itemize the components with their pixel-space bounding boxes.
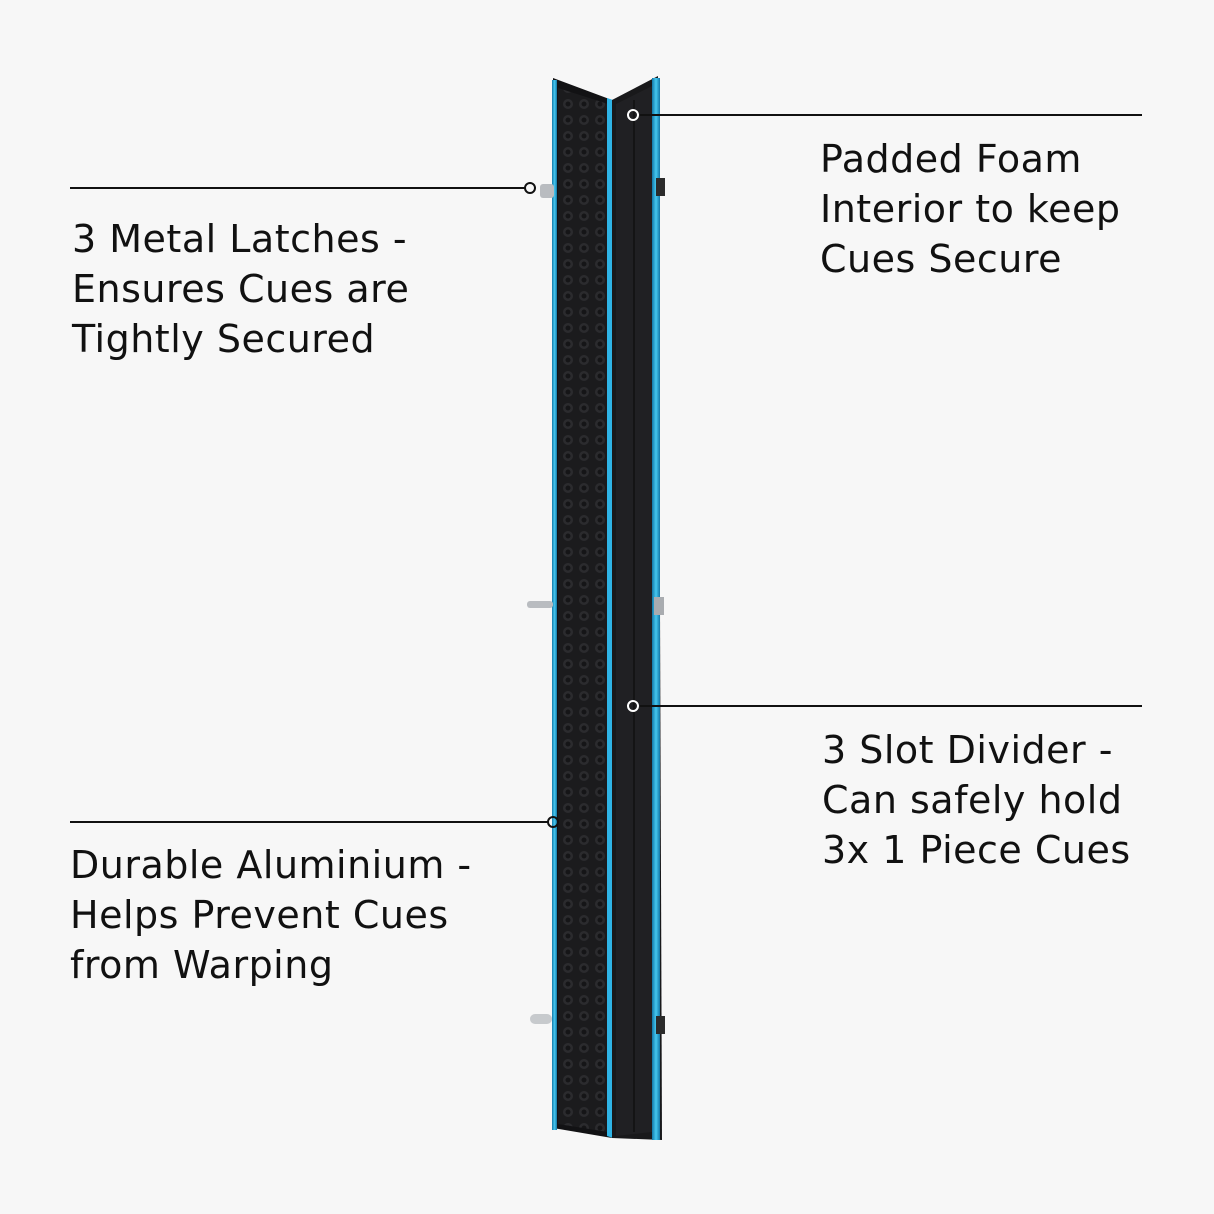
foam-marker bbox=[627, 109, 639, 121]
foam-callout-line-3: Cues Secure bbox=[820, 237, 1063, 281]
aluminium-callout-line-1: Durable Aluminium - bbox=[70, 843, 472, 887]
case-left-lid bbox=[552, 78, 613, 1138]
latches-callout: 3 Metal Latches - Ensures Cues are Tight… bbox=[72, 214, 409, 364]
aluminium-marker bbox=[547, 816, 559, 828]
foam-callout-line-2: Interior to keep bbox=[820, 187, 1121, 231]
divider-callout-line-1: 3 Slot Divider - bbox=[822, 728, 1113, 772]
foam-callout-line-1: Padded Foam bbox=[820, 137, 1082, 181]
latches-leader-line bbox=[70, 187, 526, 189]
latches-callout-line-2: Ensures Cues are bbox=[72, 267, 410, 311]
aluminium-callout: Durable Aluminium - Helps Prevent Cues f… bbox=[70, 840, 472, 990]
foam-leader-line bbox=[640, 114, 1142, 116]
latches-callout-line-1: 3 Metal Latches - bbox=[72, 217, 408, 261]
latches-callout-line-3: Tightly Secured bbox=[72, 317, 376, 361]
divider-callout-line-2: Can safely hold bbox=[822, 778, 1123, 822]
aluminium-callout-line-2: Helps Prevent Cues bbox=[70, 893, 449, 937]
latch-top bbox=[540, 184, 554, 198]
divider-marker bbox=[627, 700, 639, 712]
divider-leader-line bbox=[640, 705, 1142, 707]
aluminium-callout-line-3: from Warping bbox=[70, 943, 334, 987]
latch-middle bbox=[527, 601, 553, 608]
divider-callout-line-3: 3x 1 Piece Cues bbox=[822, 828, 1131, 872]
latch-bottom bbox=[530, 1014, 552, 1024]
latches-marker bbox=[524, 182, 536, 194]
aluminium-leader-line bbox=[70, 821, 548, 823]
divider-callout: 3 Slot Divider - Can safely hold 3x 1 Pi… bbox=[822, 725, 1131, 875]
foam-callout: Padded Foam Interior to keep Cues Secure bbox=[820, 134, 1120, 284]
